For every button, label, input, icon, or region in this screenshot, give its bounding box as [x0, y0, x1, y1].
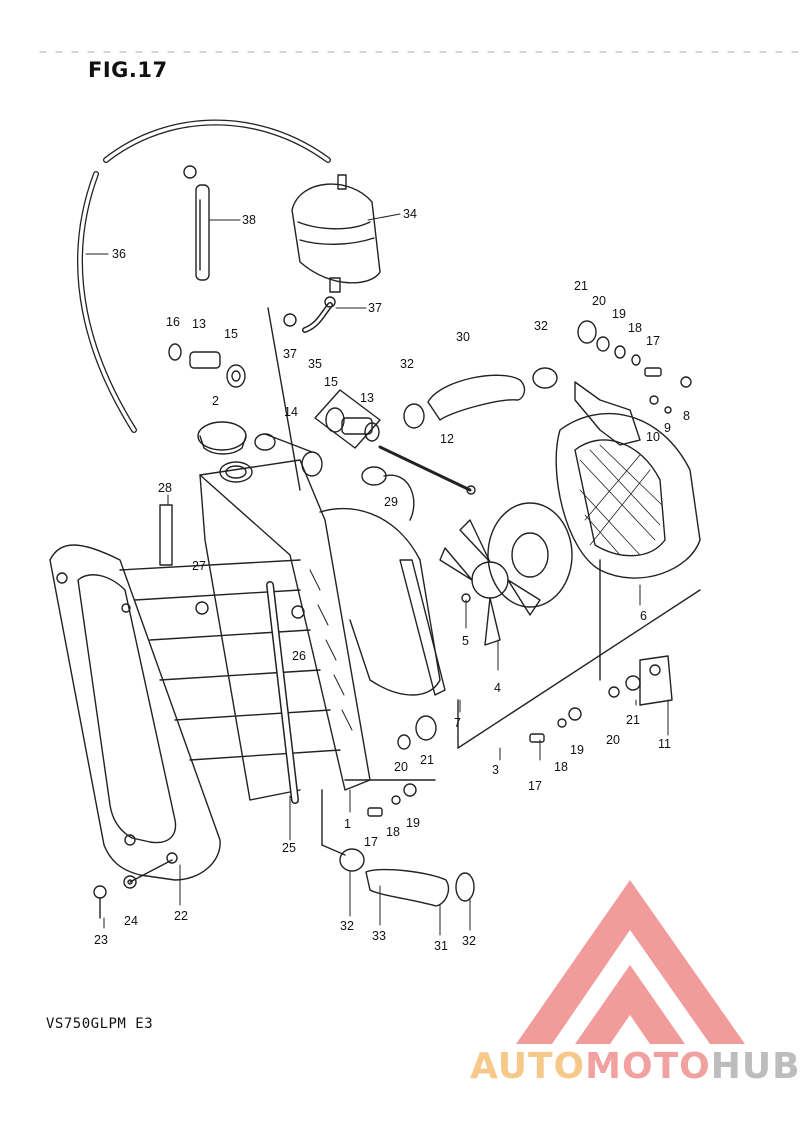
reservoir-strap — [183, 165, 210, 281]
callout-1: 1 — [344, 817, 351, 831]
radiator-core — [119, 459, 371, 804]
callout-37b: 37 — [283, 347, 297, 361]
callout-17a: 17 — [646, 334, 660, 348]
overflow-hose — [77, 119, 331, 433]
callout-21b: 21 — [626, 713, 640, 727]
callout-17c: 17 — [364, 835, 378, 849]
callout-19b: 19 — [570, 743, 584, 757]
callout-33: 33 — [372, 929, 386, 943]
callout-18c: 18 — [386, 825, 400, 839]
callout-4: 4 — [494, 681, 501, 695]
callout-37a: 37 — [368, 301, 382, 315]
left-mount-bushes — [168, 343, 246, 388]
cover-screws — [93, 859, 173, 919]
callout-15b: 15 — [324, 375, 338, 389]
watermark-part-auto: AUTO — [470, 1046, 586, 1087]
callout-21a: 21 — [574, 279, 588, 293]
radiator-cap — [197, 421, 247, 455]
bolt-26 — [291, 605, 305, 619]
callout-18b: 18 — [554, 760, 568, 774]
model-code: VS750GLPM E3 — [46, 1016, 154, 1032]
callout-28: 28 — [158, 481, 172, 495]
callout-36: 36 — [112, 247, 126, 261]
callout-32a: 32 — [534, 319, 548, 333]
thermo-switch — [361, 445, 476, 521]
callout-27: 27 — [192, 559, 206, 573]
callout-8: 8 — [683, 409, 690, 423]
callout-18a: 18 — [628, 321, 642, 335]
callout-20c: 20 — [394, 760, 408, 774]
fan-hardware — [457, 320, 701, 749]
callout-12: 12 — [440, 432, 454, 446]
callout-14: 14 — [284, 405, 298, 419]
callout-3: 3 — [492, 763, 499, 777]
callout-29: 29 — [384, 495, 398, 509]
callout-13b: 13 — [360, 391, 374, 405]
watermark-part-hub: HUB — [710, 1046, 800, 1087]
radiator-cover — [49, 544, 221, 881]
callout-11: 11 — [658, 737, 671, 751]
upper-hose — [403, 367, 558, 429]
callout-30: 30 — [456, 330, 470, 344]
right-mount-bushes — [314, 389, 381, 449]
watermark-part-moto: MOTO — [585, 1046, 711, 1087]
callout-15a: 15 — [224, 327, 238, 341]
callout-32b: 32 — [400, 357, 414, 371]
callout-22: 22 — [174, 909, 188, 923]
callout-6: 6 — [640, 609, 647, 623]
callout-38: 38 — [242, 213, 256, 227]
callout-19c: 19 — [406, 816, 420, 830]
lower-hose — [321, 789, 475, 907]
callout-23: 23 — [94, 933, 108, 947]
upper-bracket — [254, 433, 323, 477]
fan-shroud — [319, 507, 446, 696]
callout-13a: 13 — [192, 317, 206, 331]
lower-hardware — [344, 715, 437, 817]
figure-title: FIG.17 — [88, 58, 168, 82]
callout-34: 34 — [403, 207, 417, 221]
callout-19a: 19 — [612, 307, 626, 321]
callout-layer: 1 2 3 4 5 6 7 8 9 10 11 12 13 13 14 15 1… — [94, 207, 690, 953]
fan-cover — [555, 412, 701, 579]
callout-9: 9 — [664, 421, 671, 435]
callout-32c: 32 — [340, 919, 354, 933]
callout-20b: 20 — [606, 733, 620, 747]
callout-7: 7 — [454, 716, 461, 730]
callout-26: 26 — [292, 649, 306, 663]
callout-25: 25 — [282, 841, 296, 855]
callout-21c: 21 — [420, 753, 434, 767]
callout-10: 10 — [646, 430, 660, 444]
callout-16: 16 — [166, 315, 180, 329]
callout-24: 24 — [124, 914, 138, 928]
callout-5: 5 — [462, 634, 469, 648]
reservoir-fittings — [267, 296, 336, 491]
callout-17b: 17 — [528, 779, 542, 793]
callout-35: 35 — [308, 357, 322, 371]
watermark-text: AUTOMOTOHUB — [470, 1046, 800, 1087]
leader-lines — [85, 213, 669, 936]
callout-2: 2 — [212, 394, 219, 408]
cooling-fan — [439, 502, 573, 646]
watermark-logo — [516, 880, 745, 1044]
callout-31: 31 — [434, 939, 448, 953]
callout-20a: 20 — [592, 294, 606, 308]
bolt-27 — [195, 601, 209, 615]
callout-32d: 32 — [462, 934, 476, 948]
side-strip — [159, 504, 173, 566]
reservoir-tank — [291, 174, 381, 293]
